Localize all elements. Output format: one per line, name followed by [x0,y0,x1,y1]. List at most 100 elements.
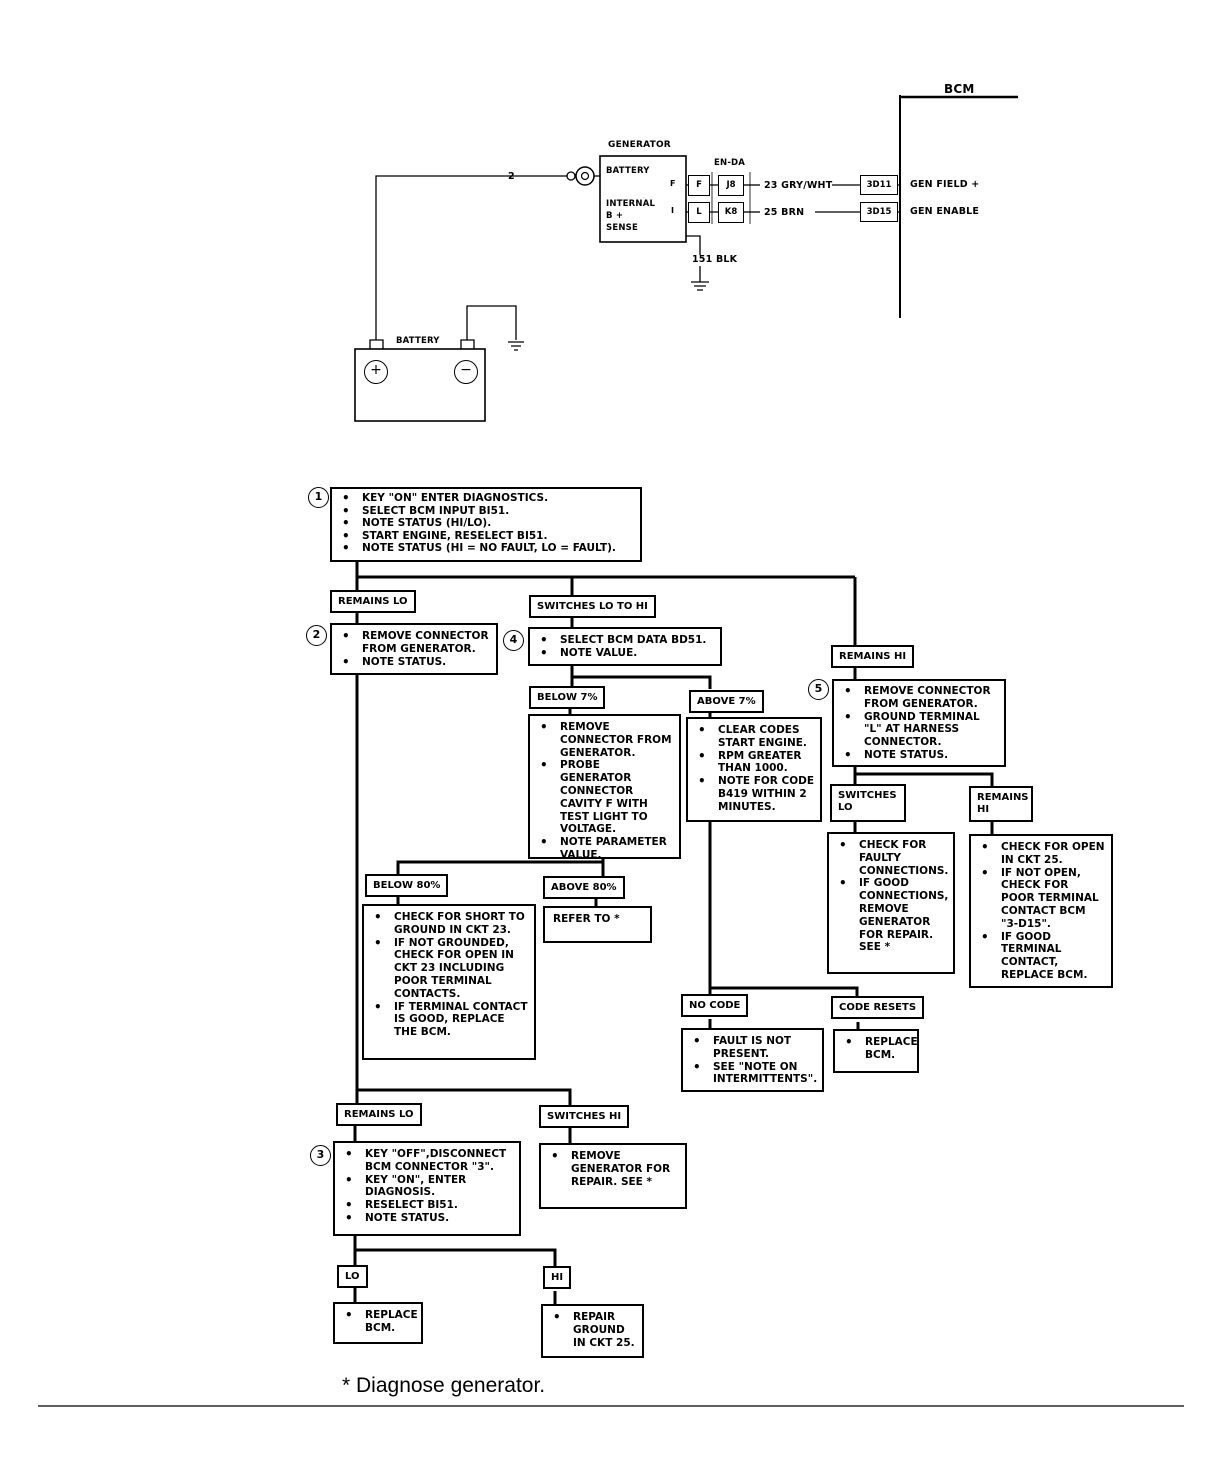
bcm-pin-3d11: 3D11 [860,175,898,195]
above-80-tag: ABOVE 80% [543,876,625,899]
switches-lo-5-box: CHECK FOR FAULTY CONNECTIONS. IF GOOD CO… [827,832,955,974]
switches-lo-5-item: CHECK FOR FAULTY CONNECTIONS. [837,839,948,877]
step-4-item: SELECT BCM DATA BD51. [538,634,714,647]
below-7-item: PROBE GENERATOR CONNECTOR CAVITY F WITH … [538,759,673,836]
step-1-list: KEY "ON" ENTER DIAGNOSTICS. SELECT BCM I… [332,489,640,559]
remains-hi-5-item: CHECK FOR OPEN IN CKT 25. [979,841,1105,867]
switches-lo-5-list: CHECK FOR FAULTY CONNECTIONS. IF GOOD CO… [829,834,953,958]
step-2-item: REMOVE CONNECTOR FROM GENERATOR. [340,630,490,656]
step-2-item: NOTE STATUS. [340,656,490,669]
no-code-list: FAULT IS NOT PRESENT. SEE "NOTE ON INTER… [683,1030,822,1090]
switches-lo-to-hi-tag: SWITCHES LO TO HI [529,595,656,618]
lo-box: REPLACE BCM. [333,1302,423,1344]
above-7-item: NOTE FOR CODE B419 WITHIN 2 MINUTES. [696,775,816,813]
generator-pin-f: F [670,179,676,188]
below-7-item: NOTE PARAMETER VALUE. [538,836,673,862]
hi-item: REPAIR GROUND IN CKT 25. [551,1311,636,1349]
no-code-tag: NO CODE [681,994,749,1017]
remains-hi-5-item: IF GOOD TERMINAL CONTACT, REPLACE BCM. [979,931,1105,982]
switches-hi-2-item: REMOVE GENERATOR FOR REPAIR. SEE * [549,1150,679,1188]
step-3-marker: 3 [310,1145,331,1166]
below-7-tag: BELOW 7% [529,686,606,709]
switches-lo-5-item: IF GOOD CONNECTIONS, REMOVE GENERATOR FO… [837,877,948,954]
connector-pin-f: F [688,175,710,196]
no-code-item: FAULT IS NOT PRESENT. [691,1035,816,1061]
step-2-marker: 2 [306,625,327,646]
hi-list: REPAIR GROUND IN CKT 25. [543,1306,642,1353]
remains-hi-tag-1: REMAINS HI [831,645,915,668]
bcm-pin-3d15: 3D15 [860,202,898,222]
step-3-list: KEY "OFF",DISCONNECT BCM CONNECTOR "3". … [335,1143,519,1229]
generator-battery-terminal: BATTERY [606,166,650,176]
above-80-text: REFER TO * [553,913,620,925]
connector-pin-k8: K8 [718,202,744,223]
battery-title: BATTERY [396,336,440,346]
wire-enable-label: 25 BRN [764,207,805,218]
step-3-item: RESELECT BI51. [343,1199,513,1212]
above-80-box: REFER TO * [543,906,652,943]
step-5-item: GROUND TERMINAL "L" AT HARNESS CONNECTOR… [842,711,998,749]
bcm-title: BCM [944,82,975,96]
switches-hi-2-box: REMOVE GENERATOR FOR REPAIR. SEE * [539,1143,687,1209]
generator-terminal-icon [575,166,595,186]
code-resets-item: REPLACE BCM. [843,1036,918,1062]
below-7-box: REMOVE CONNECTOR FROM GENERATOR. PROBE G… [528,714,681,861]
below-80-item: CHECK FOR SHORT TO GROUND IN CKT 23. [372,911,528,937]
remains-hi-5-list: CHECK FOR OPEN IN CKT 25. IF NOT OPEN, C… [971,836,1111,986]
step-5-box: REMOVE CONNECTOR FROM GENERATOR. GROUND … [832,679,1006,767]
step-1-item: NOTE STATUS (HI/LO). [340,517,634,530]
generator-sense-label: INTERNAL B + SENSE [606,199,656,233]
code-resets-box: REPLACE BCM. [833,1029,919,1073]
bcm-field-label: GEN FIELD + [910,179,980,190]
generator-title: GENERATOR [608,140,671,150]
step-1-item: START ENGINE, RESELECT BI51. [340,530,634,543]
no-code-item: SEE "NOTE ON INTERMITTENTS". [691,1061,817,1087]
step-1-item: KEY "ON" ENTER DIAGNOSTICS. [340,492,634,505]
remains-lo-tag-2: REMAINS LO [336,1103,422,1126]
code-resets-tag: CODE RESETS [831,996,925,1019]
hi-tag: HI [543,1266,572,1289]
connector-pin-l: L [688,202,710,223]
step-5-item: REMOVE CONNECTOR FROM GENERATOR. [842,685,998,711]
lo-item: REPLACE BCM. [343,1309,418,1335]
switches-hi-2-list: REMOVE GENERATOR FOR REPAIR. SEE * [541,1145,685,1192]
below-80-tag: BELOW 80% [365,874,449,897]
step-5-marker: 5 [808,679,829,700]
above-7-tag: ABOVE 7% [689,690,764,713]
below-7-list: REMOVE CONNECTOR FROM GENERATOR. PROBE G… [530,716,679,866]
step-1-item: SELECT BCM INPUT BI51. [340,505,634,518]
code-resets-list: REPLACE BCM. [835,1031,918,1066]
remains-hi-5-box: CHECK FOR OPEN IN CKT 25. IF NOT OPEN, C… [969,834,1113,988]
battery-plus-icon: + [364,360,388,384]
step-4-box: SELECT BCM DATA BD51. NOTE VALUE. [528,627,722,666]
step-3-item: NOTE STATUS. [343,1212,513,1225]
ground-wire-label: 151 BLK [692,254,738,265]
remains-hi-tag-5: REMAINS HI [969,786,1033,822]
below-80-list: CHECK FOR SHORT TO GROUND IN CKT 23. IF … [364,906,534,1043]
step-4-marker: 4 [503,630,524,651]
wire-field-label: 23 GRY/WHT [764,180,833,191]
switches-hi-tag-2: SWITCHES HI [539,1105,630,1128]
bcm-enable-label: GEN ENABLE [910,206,980,217]
lo-list: REPLACE BCM. [335,1304,421,1339]
step-2-list: REMOVE CONNECTOR FROM GENERATOR. NOTE ST… [332,625,496,672]
connector-title: EN-DA [714,158,746,168]
above-7-item: CLEAR CODES START ENGINE. [696,724,816,750]
step-3-item: KEY "OFF",DISCONNECT BCM CONNECTOR "3". [343,1148,513,1174]
battery-minus-icon: − [454,360,478,384]
lo-tag: LO [337,1265,368,1288]
step-2-box: REMOVE CONNECTOR FROM GENERATOR. NOTE ST… [330,623,498,675]
below-7-item: REMOVE CONNECTOR FROM GENERATOR. [538,721,673,759]
step-4-list: SELECT BCM DATA BD51. NOTE VALUE. [530,629,720,664]
step-5-list: REMOVE CONNECTOR FROM GENERATOR. GROUND … [834,681,1004,766]
no-code-box: FAULT IS NOT PRESENT. SEE "NOTE ON INTER… [681,1028,824,1092]
above-7-list: CLEAR CODES START ENGINE. RPM GREATER TH… [688,719,820,818]
step-5-item: NOTE STATUS. [842,749,998,762]
footnote: * Diagnose generator. [342,1374,546,1397]
switches-lo-tag-5: SWITCHES LO [830,784,906,822]
below-80-item: IF NOT GROUNDED, CHECK FOR OPEN IN CKT 2… [372,937,528,1001]
connector-pin-j8: J8 [718,175,744,196]
step-1-item: NOTE STATUS (HI = NO FAULT, LO = FAULT). [340,542,634,555]
hi-box: REPAIR GROUND IN CKT 25. [541,1304,644,1358]
